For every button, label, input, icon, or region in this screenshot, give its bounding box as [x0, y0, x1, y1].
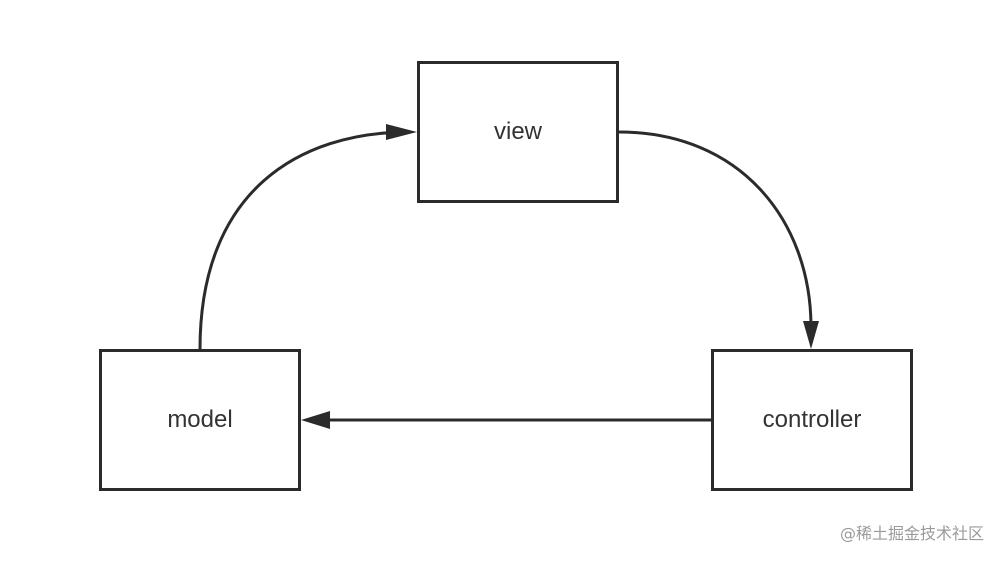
controller-node: controller: [711, 349, 913, 491]
arrowhead-controller: [803, 321, 819, 349]
model-node: model: [99, 349, 301, 491]
watermark-text: @稀土掘金技术社区: [839, 524, 984, 543]
edge-view-to-controller: [618, 130, 813, 326]
arrowhead-view: [386, 124, 417, 140]
edge-model-to-view: [198, 130, 410, 350]
model-node-label: model: [167, 406, 233, 433]
arrowhead-model: [301, 411, 330, 429]
view-node: view: [417, 61, 619, 203]
controller-node-label: controller: [762, 406, 862, 433]
view-node-label: view: [493, 118, 542, 145]
